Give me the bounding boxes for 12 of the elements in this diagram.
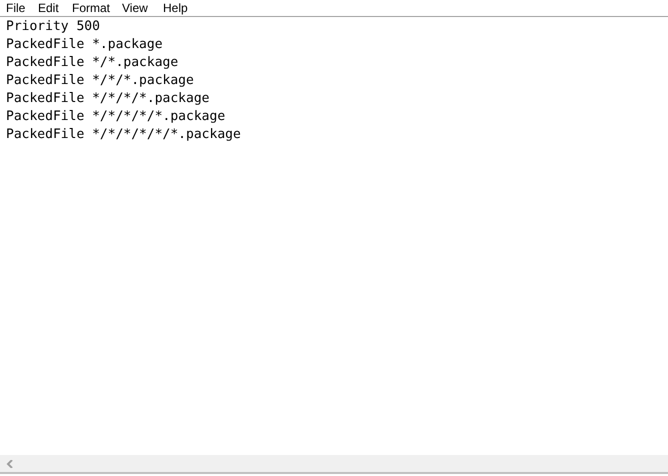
text-line: PackedFile */*/*/*/*.package bbox=[6, 108, 226, 126]
text-line: Priority 500 bbox=[6, 18, 100, 36]
menu-item: View bbox=[122, 1, 148, 15]
text-line: PackedFile */*.package bbox=[6, 54, 178, 72]
menu-item: Format bbox=[72, 1, 110, 15]
text-line: PackedFile *.package bbox=[6, 36, 163, 54]
menu-item: Edit bbox=[38, 1, 59, 15]
text-line: PackedFile */*/*.package bbox=[6, 72, 194, 90]
menu-item: File bbox=[6, 1, 26, 15]
text-line: PackedFile */*/*/*/*/*.package bbox=[6, 126, 241, 144]
text-line: PackedFile */*/*/*.package bbox=[6, 90, 210, 108]
menu-item: Help bbox=[163, 1, 188, 15]
